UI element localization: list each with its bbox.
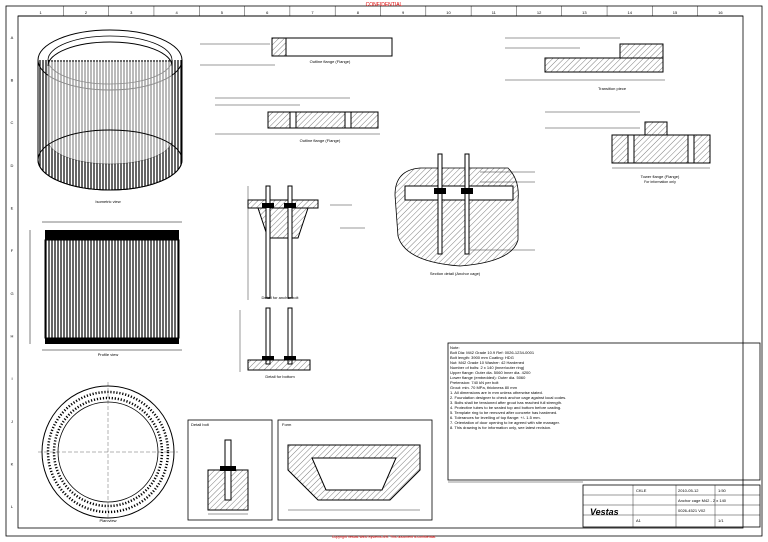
outline-flange-lower: Outline flange (Flange): [215, 97, 380, 143]
drawn-by: CKLE: [636, 488, 647, 493]
row-letter: J: [11, 419, 13, 424]
outline-flange-2-caption: Outline flange (Flange): [300, 138, 341, 143]
note-line: Bolt length: 3900 mm Coating: HDG: [450, 355, 514, 360]
detail-bolt-box-title: Detail bolt: [191, 422, 210, 427]
column-number: 3: [130, 10, 133, 15]
note-line: Grout: min. 70 MPa, thickness 80 mm: [450, 385, 517, 390]
row-letters: A B C D E F G H I J K L: [10, 35, 13, 509]
detail-bottom: Detail for bottom: [239, 307, 311, 379]
column-number: 9: [402, 10, 405, 15]
confidential-stamp: CONFIDENTIAL: [366, 2, 403, 8]
note-line: 2. Foundation designer to check anchor c…: [450, 395, 567, 400]
row-letter: L: [11, 504, 14, 509]
column-number: 12: [537, 10, 542, 15]
row-letter: E: [11, 206, 14, 211]
column-number: 7: [311, 10, 314, 15]
form-box-title: Form: [282, 422, 292, 427]
row-letter: K: [11, 462, 14, 467]
column-number: 6: [266, 10, 269, 15]
row-letter: I: [11, 376, 12, 381]
drawing-title: Anchor cage M42 - 2 x 140: [678, 498, 727, 503]
note-line: Note:: [450, 345, 460, 350]
detail-bolt-caption: Detail for anchor bolt: [262, 295, 300, 300]
title-block: [582, 484, 761, 528]
row-letter: H: [11, 334, 14, 339]
note-line: Number of bolts: 2 x 140 (inner/outer ri…: [450, 365, 525, 370]
row-letter: G: [10, 291, 13, 296]
notes-frame: [447, 342, 761, 481]
note-line: 5. Template ring to be removed after con…: [450, 410, 558, 415]
form-box: Form: [277, 419, 433, 521]
note-line: Pretension: 740 kN per bolt: [450, 380, 499, 385]
tower-flange-subcaption: For information only: [644, 180, 676, 184]
note-line: Upper flange: Outer dia. 5060 Inner dia.…: [450, 370, 531, 375]
sheet-number: 1/1: [718, 518, 724, 523]
column-number: 10: [446, 10, 451, 15]
note-line: 7. Orientation of door opening to be agr…: [450, 420, 560, 425]
row-letter: B: [11, 78, 14, 83]
paper-format: A1: [636, 518, 641, 523]
plan-view: Plan view: [38, 382, 178, 523]
column-number: 15: [673, 10, 678, 15]
transition-caption: Transition piece: [598, 86, 627, 91]
row-letter: F: [11, 248, 14, 253]
note-line: 8. This drawing is for information only,…: [450, 425, 552, 430]
detail-bottom-caption: Detail for bottom: [265, 374, 295, 379]
column-number: 4: [175, 10, 178, 15]
column-number: 2: [85, 10, 88, 15]
plan-caption: Plan view: [99, 518, 116, 523]
note-line: Lower flange (embedded): Outer dia. 5060: [450, 375, 526, 380]
note-line: 1. All dimensions are in mm unless other…: [450, 390, 543, 395]
outline-flange-top: Outline flange (Flange): [200, 37, 393, 66]
tower-flange-caption: Tower flange (Flange): [641, 174, 680, 179]
outline-flange-caption: Outline flange (Flange): [310, 59, 351, 64]
note-line: Nut: M42 Grade 10 Washer: 42 Hardened: [450, 360, 525, 365]
column-number: 5: [221, 10, 224, 15]
row-letter: D: [11, 163, 14, 168]
doc-number: 0026-4521 V02: [678, 508, 706, 513]
column-number: 13: [582, 10, 587, 15]
profile-view: Profile view: [29, 221, 182, 357]
column-number: 14: [627, 10, 632, 15]
profile-caption: Profile view: [98, 352, 119, 357]
isometric-caption: Isometric view: [95, 199, 120, 204]
detail-anchor-bolt: Detail for anchor bolt: [247, 185, 365, 300]
transition-piece-view: Transition piece: [505, 37, 665, 91]
note-line: 6. Tolerances for levelling of top flang…: [450, 415, 541, 420]
tower-flange-view: Tower flange (Flange) For information on…: [545, 111, 711, 184]
notes-block: Note: Bolt Dia: M42 Grade 10.9 Ref: 0026…: [450, 345, 758, 477]
isometric-view: Isometric view: [37, 29, 183, 204]
column-number: 16: [718, 10, 723, 15]
row-letter: C: [11, 120, 14, 125]
column-number: 11: [492, 10, 497, 15]
section-detail-caption: Section detail (Anchor cage): [430, 271, 481, 276]
note-line: 4. Protective tubes to be sealed top and…: [450, 405, 562, 410]
detail-bolt-box: Detail bolt: [187, 419, 273, 521]
note-line: 3. Bolts shall be tensioned after grout …: [450, 400, 563, 405]
note-line: Bolt Dia: M42 Grade 10.9 Ref: 0026-1234-…: [450, 350, 535, 355]
scale: 1:50: [718, 488, 726, 493]
row-letter: A: [11, 35, 14, 40]
column-number: 1: [40, 10, 43, 15]
footer-line: Copyright Vestas Wind Systems A/S. This …: [332, 535, 436, 539]
column-number: 8: [357, 10, 360, 15]
company-logo: Vestas: [590, 507, 619, 517]
section-detail: Section detail (Anchor cage): [394, 153, 535, 276]
date: 2010-05-12: [678, 488, 699, 493]
